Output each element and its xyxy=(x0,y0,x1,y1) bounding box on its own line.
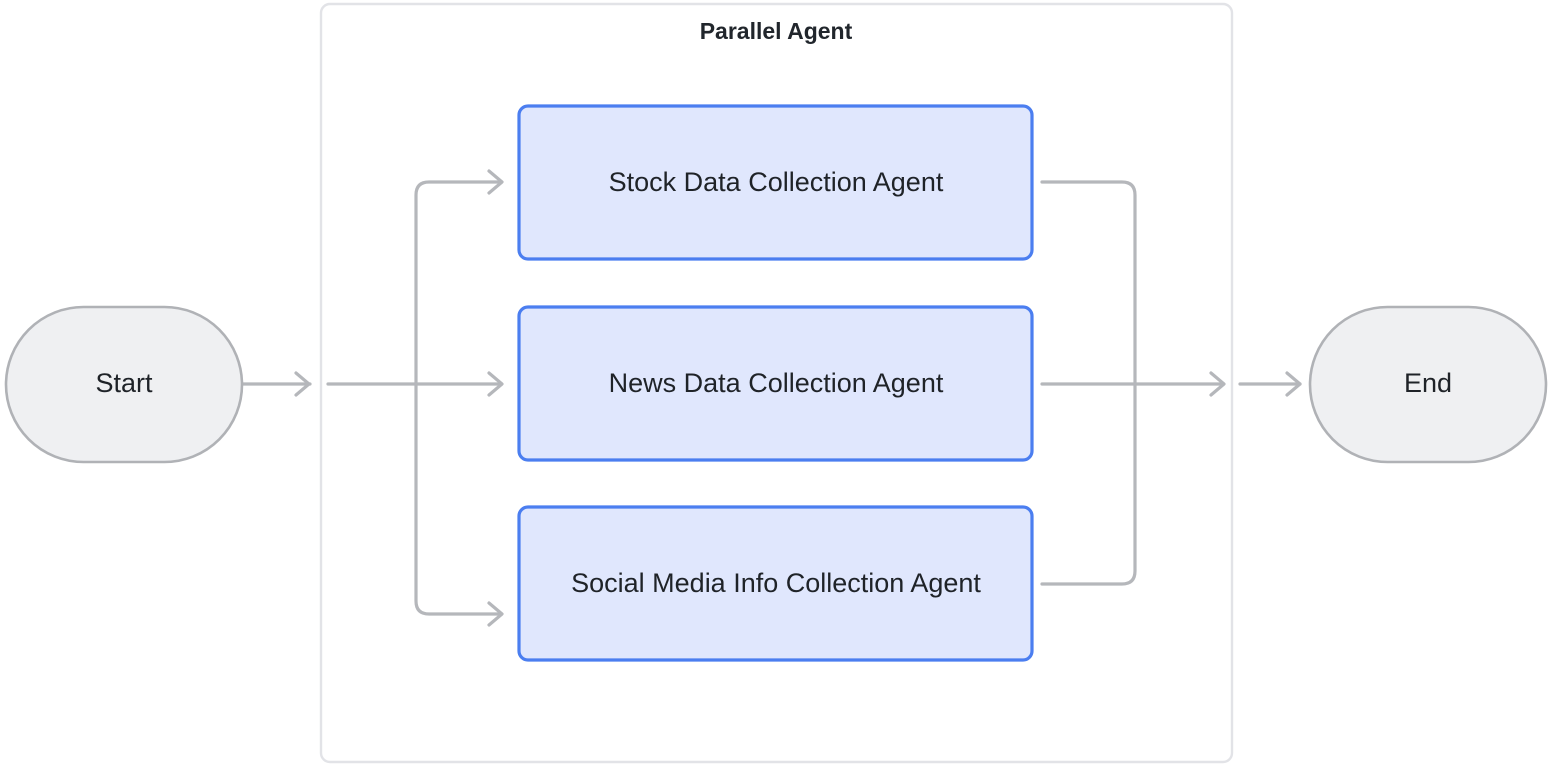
node-news-data-collection-agent[interactable]: News Data Collection Agent xyxy=(517,305,1034,462)
stock-agent-shape xyxy=(517,104,1034,261)
stock-agent-label: Stock Data Collection Agent xyxy=(609,167,944,197)
edge-layer xyxy=(241,169,1302,627)
edge-news-to-fanin xyxy=(1040,371,1226,397)
node-social-media-info-collection-agent[interactable]: Social Media Info Collection Agent xyxy=(517,505,1034,662)
edge-fanout-to-news xyxy=(414,371,504,397)
news-agent-shape xyxy=(517,305,1034,462)
edge-social-to-fanin xyxy=(1040,382,1137,586)
end-label: End xyxy=(1404,368,1452,398)
news-agent-label: News Data Collection Agent xyxy=(609,368,944,398)
edge-start-to-cluster xyxy=(241,371,312,397)
start-label: Start xyxy=(95,368,153,398)
start-shape xyxy=(4,305,244,464)
end-shape xyxy=(1308,305,1548,464)
social-agent-shape xyxy=(517,505,1034,662)
social-agent-label: Social Media Info Collection Agent xyxy=(571,568,981,598)
edge-stock-to-fanin xyxy=(1040,180,1137,386)
edge-fanout-to-social xyxy=(414,382,504,627)
edge-fanout-to-stock xyxy=(414,169,504,386)
edge-cluster-to-end xyxy=(1238,371,1302,397)
cluster-title: Parallel Agent xyxy=(700,18,853,44)
node-stock-data-collection-agent[interactable]: Stock Data Collection Agent xyxy=(517,104,1034,261)
node-end[interactable]: End xyxy=(1308,305,1548,464)
node-start[interactable]: Start xyxy=(4,305,244,464)
